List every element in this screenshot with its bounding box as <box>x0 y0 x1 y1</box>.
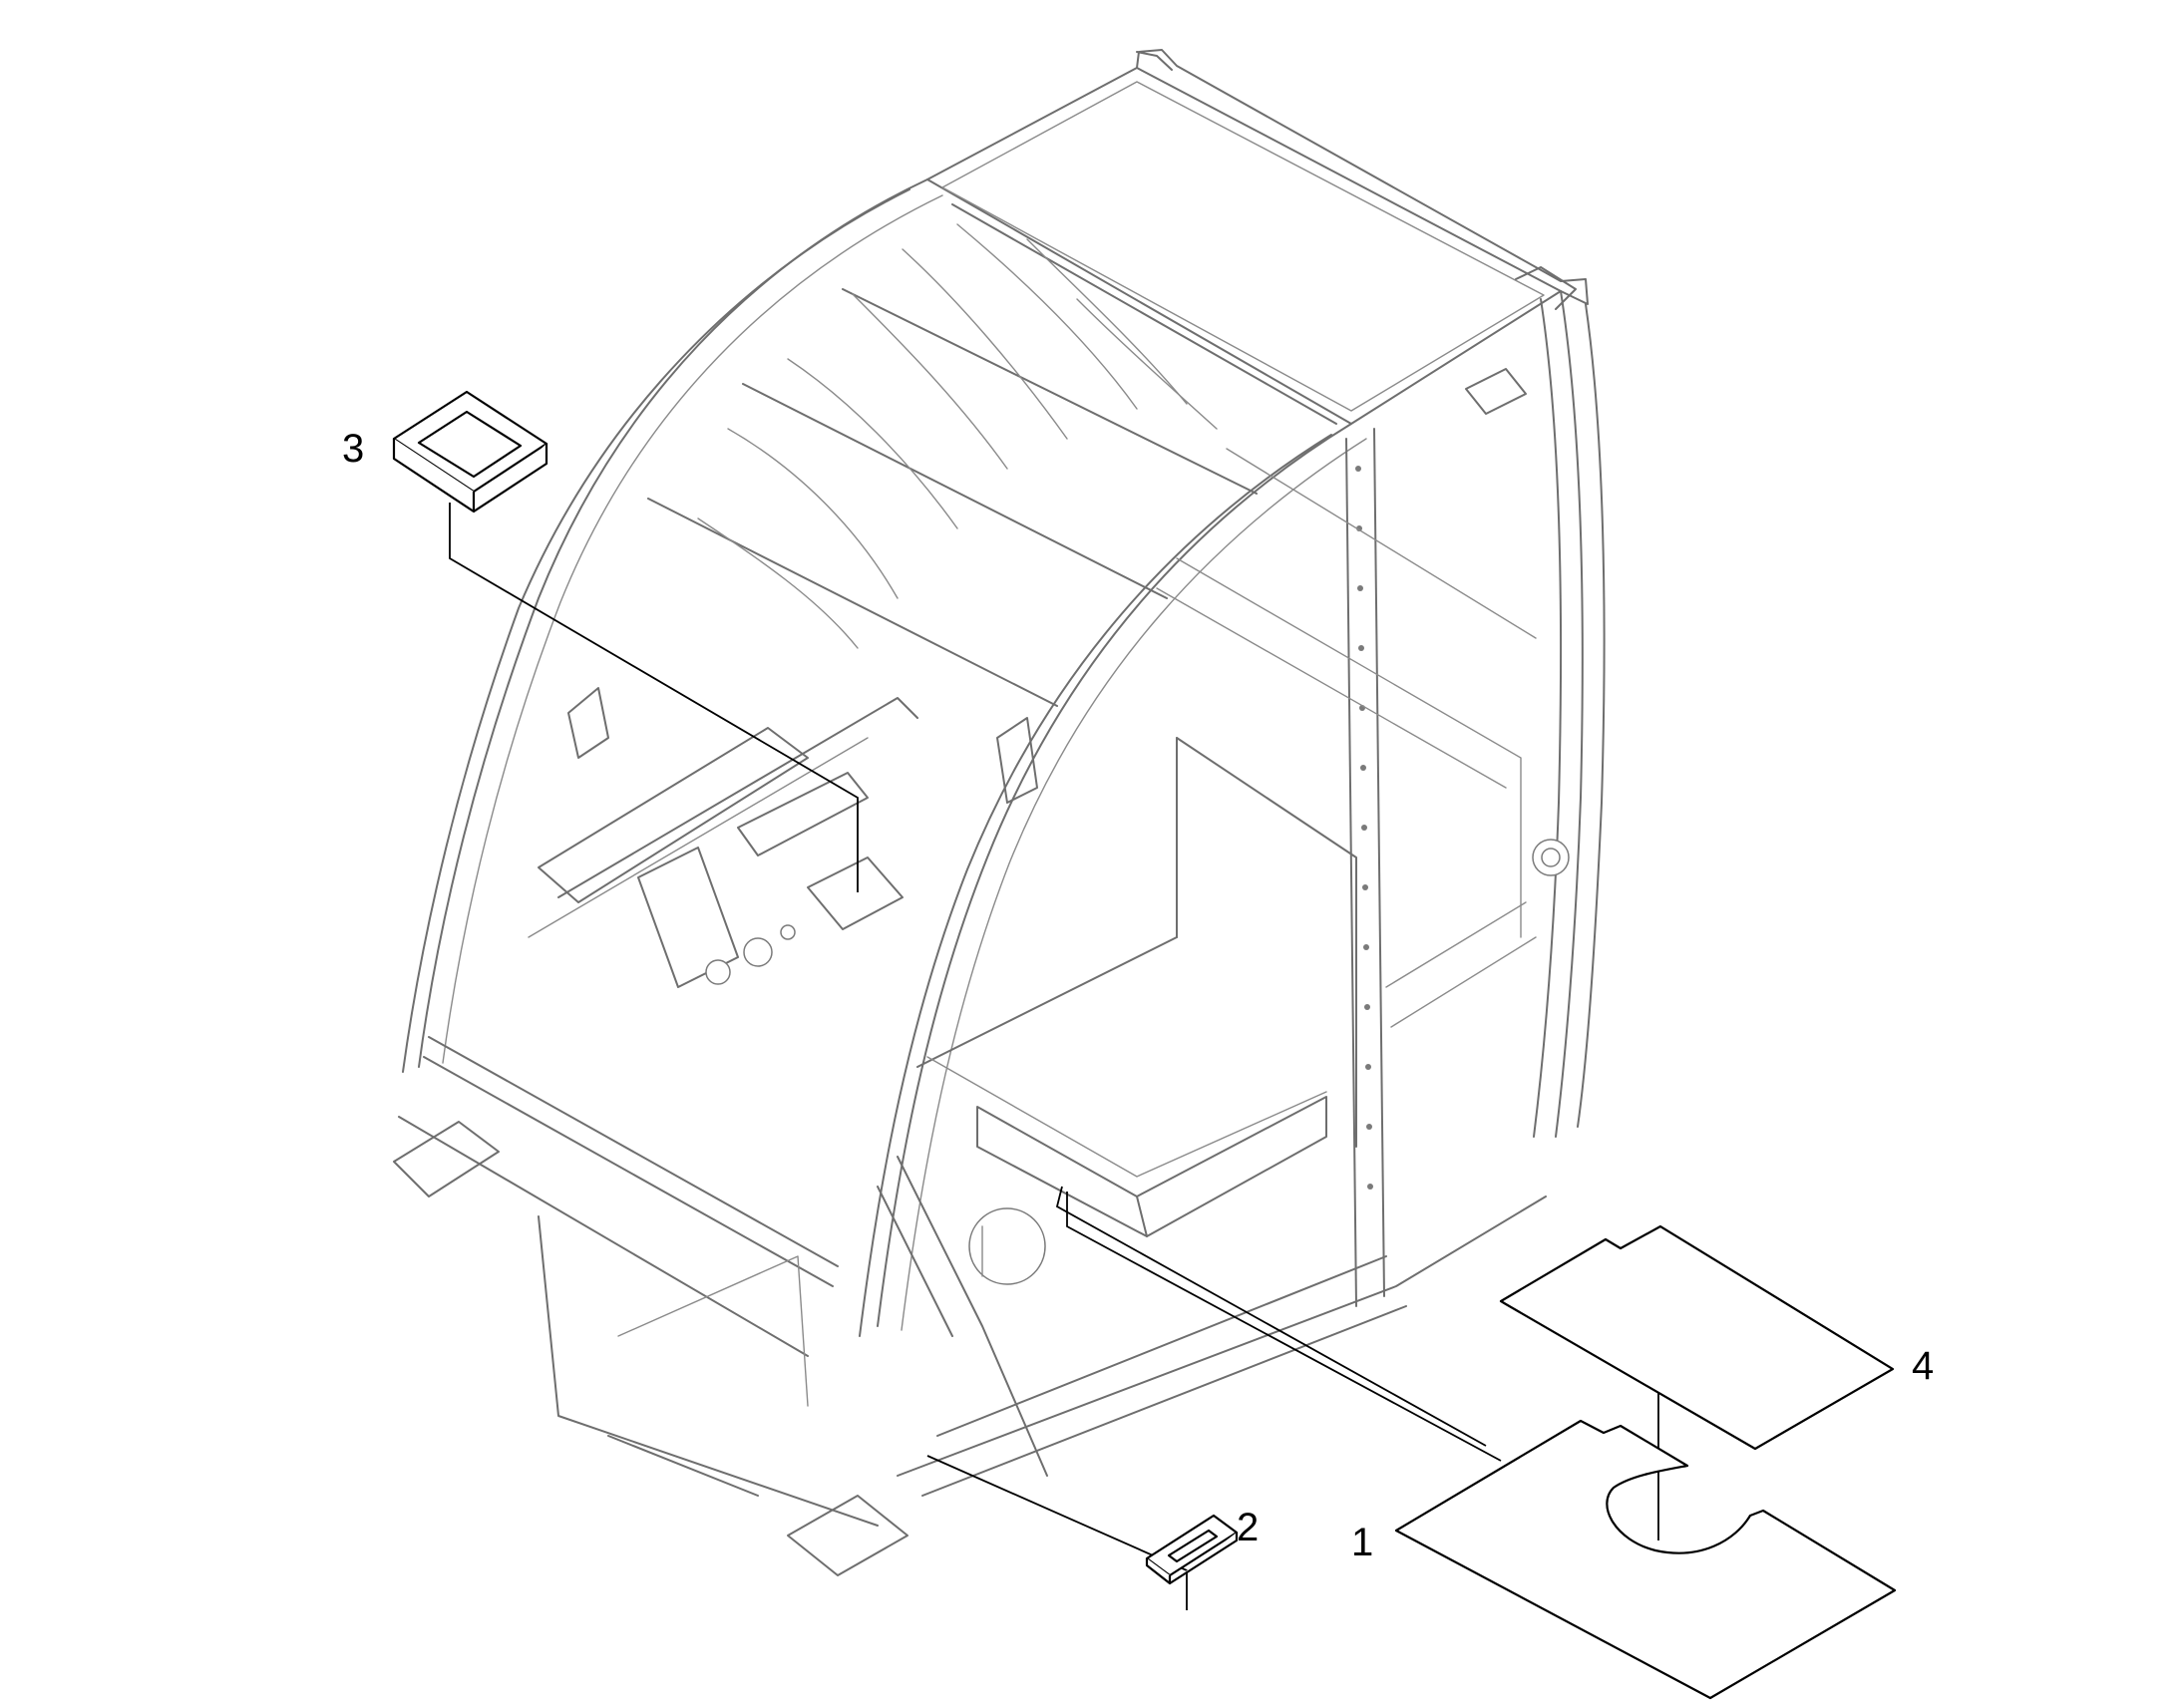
callout-label-4: 4 <box>1912 1344 1934 1388</box>
callout-label-2: 2 <box>1237 1506 1259 1549</box>
leader-line-3 <box>449 503 859 892</box>
part-2-plate <box>1145 1514 1239 1585</box>
leader-line-1 <box>1066 1192 1502 1462</box>
front-left-pillar <box>418 178 928 1068</box>
cab-frame <box>393 49 1606 1576</box>
part-3-trim-ring <box>392 390 548 513</box>
part-1-floor-mat <box>1394 1419 1897 1700</box>
seat-box <box>916 737 1357 1237</box>
rear-right-pillar <box>1555 290 1584 1138</box>
callout-label-1: 1 <box>1351 1521 1373 1564</box>
front-right-pillar <box>877 423 1352 1327</box>
roof-grille <box>647 203 1337 707</box>
callout-label-3: 3 <box>342 427 364 471</box>
leader-line-2 <box>926 1455 1188 1610</box>
part-4-floor-mat <box>1499 1224 1895 1451</box>
dashboard <box>528 697 918 988</box>
